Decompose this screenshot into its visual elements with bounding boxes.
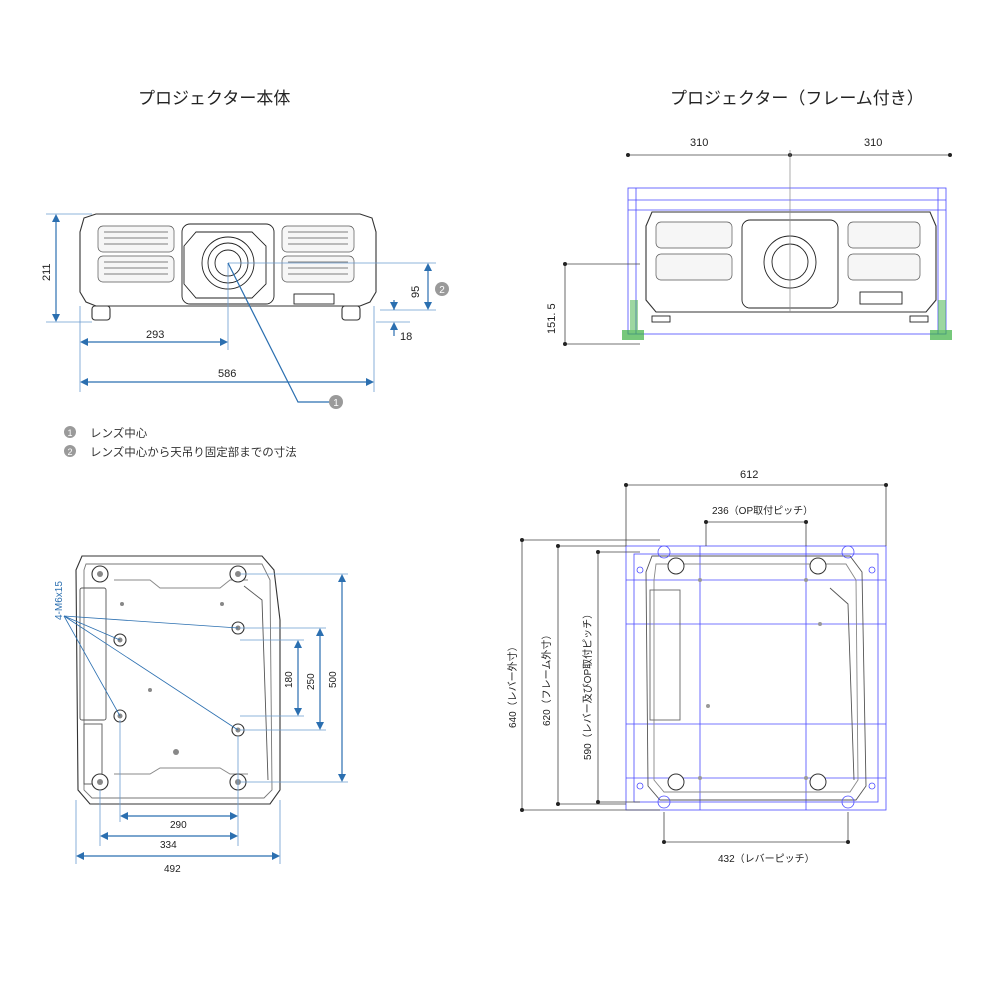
dim-334: 334: [160, 840, 177, 851]
dim-290: 290: [170, 820, 187, 831]
dim-500: 500: [328, 671, 339, 688]
screw-label: 4-M6x15: [54, 581, 65, 620]
frame-top-dimensions: [521, 484, 887, 843]
dim-151-5: 151. 5: [546, 303, 558, 334]
front-dimensions: 1 2: [46, 213, 449, 409]
dim-293: 293: [146, 329, 164, 341]
dim-250: 250: [306, 673, 317, 690]
dim-236: 236（OP取付ピッチ）: [712, 504, 813, 517]
projector-frame-top-view: [625, 545, 887, 811]
frame-front-dimensions: [563, 150, 952, 346]
dim-95: 95: [410, 286, 422, 298]
projector-frame-front-view: [622, 187, 952, 340]
title-left: プロジェクター本体: [138, 89, 290, 109]
title-right: プロジェクター（フレーム付き）: [670, 89, 924, 109]
bottom-dimensions: [63, 573, 348, 864]
dim-590: 590（レバー及びOP取付ピッチ）: [581, 609, 594, 760]
dim-180: 180: [284, 671, 295, 688]
dim-211: 211: [41, 263, 53, 281]
marker-1: [329, 395, 343, 409]
note-lens-to-mount: レンズ中心から天吊り固定部までの寸法: [90, 445, 297, 459]
svg-text:1: 1: [67, 428, 72, 438]
dim-640: 640（レバー外寸）: [506, 641, 519, 728]
dim-310-right: 310: [864, 137, 882, 149]
dim-432: 432（レバーピッチ）: [718, 853, 815, 865]
note-lens-center: レンズ中心: [90, 426, 148, 440]
dim-612: 612: [740, 469, 758, 481]
legend-notes: 1 レンズ中心 2 レンズ中心から天吊り固定部までの寸法: [64, 426, 297, 459]
svg-text:1: 1: [333, 398, 339, 409]
marker-2: [435, 282, 449, 296]
svg-text:2: 2: [67, 447, 72, 457]
frame-top-dim-dots: [520, 483, 888, 844]
dim-620: 620（フレーム外寸）: [540, 630, 553, 726]
dim-586: 586: [218, 368, 236, 380]
dim-18: 18: [400, 331, 412, 343]
projector-bottom-view: [75, 555, 281, 805]
dim-492: 492: [164, 864, 181, 875]
svg-text:2: 2: [439, 285, 445, 296]
projector-front-view: [79, 213, 377, 321]
dim-310-left: 310: [690, 137, 708, 149]
